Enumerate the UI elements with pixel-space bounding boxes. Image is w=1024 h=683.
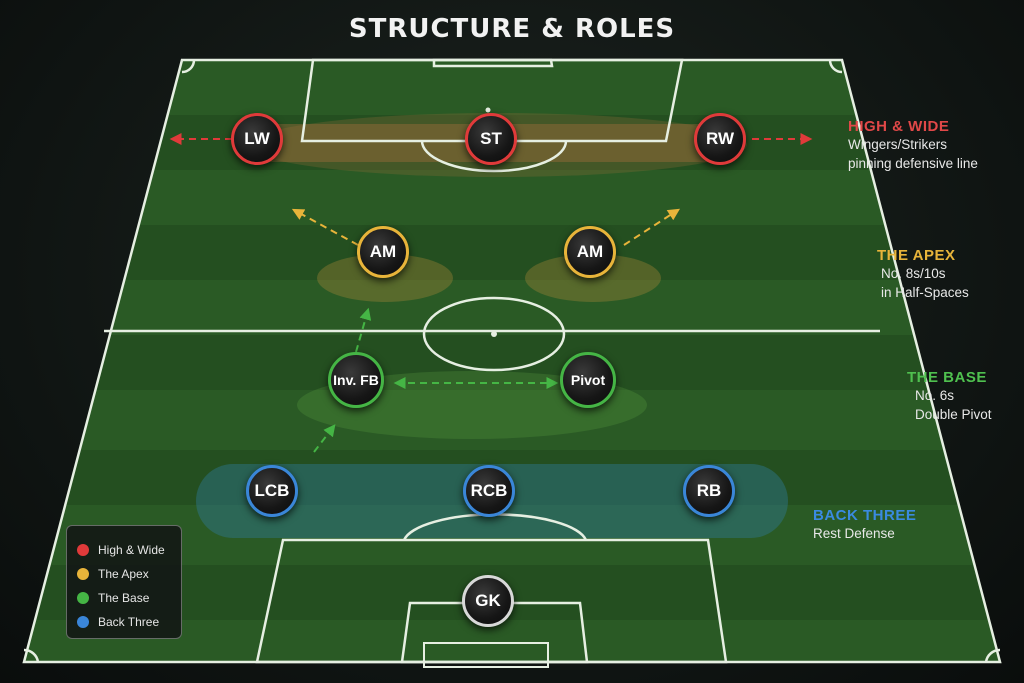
zone-heading: THE BASE xyxy=(907,369,987,386)
zone-description: in Half-Spaces xyxy=(881,285,969,300)
zone-description: Wingers/Strikers xyxy=(848,137,948,152)
legend-dot xyxy=(77,544,89,556)
player-label: Inv. FB xyxy=(333,372,379,388)
zone-description: pinning defensive line xyxy=(848,156,978,171)
legend-dot xyxy=(77,592,89,604)
arrow-invfb-up xyxy=(355,307,372,353)
legend: High & Wide The Apex The Base Back Three xyxy=(66,525,182,639)
arrow-am-right xyxy=(623,208,681,246)
zone-label-high-wide: HIGH & WIDE Wingers/Strikers pinning def… xyxy=(848,118,978,173)
zone-label-apex: THE APEX No. 8s/10s in Half-Spaces xyxy=(877,247,969,302)
player-label: RCB xyxy=(470,481,508,500)
player-lcb[interactable]: LCB xyxy=(246,465,298,517)
player-am-left[interactable]: AM xyxy=(357,226,409,278)
player-rb[interactable]: RB xyxy=(683,465,735,517)
player-label: RW xyxy=(705,129,734,148)
zone-heading: BACK THREE xyxy=(813,507,917,524)
player-label: ST xyxy=(480,129,502,148)
zone-label-base: THE BASE No. 6s Double Pivot xyxy=(907,369,992,424)
player-rw[interactable]: RW xyxy=(694,113,746,165)
zone-description: No. 6s xyxy=(915,388,955,403)
player-am-right[interactable]: AM xyxy=(564,226,616,278)
pitch-stripes xyxy=(24,60,1000,662)
arrow-lcb-to-invfb xyxy=(313,424,336,453)
legend-label: The Apex xyxy=(98,567,149,581)
pitch-lines xyxy=(22,58,1002,668)
legend-label: The Base xyxy=(98,591,150,605)
legend-dot xyxy=(77,616,89,628)
legend-item-back-three: Back Three xyxy=(77,610,171,634)
legend-item-apex: The Apex xyxy=(77,562,171,586)
player-lw[interactable]: LW xyxy=(231,113,283,165)
zone-description: No. 8s/10s xyxy=(881,266,946,281)
legend-item-base: The Base xyxy=(77,586,171,610)
zone-heading: THE APEX xyxy=(877,247,956,264)
base-zone xyxy=(297,371,647,439)
player-pivot[interactable]: Pivot xyxy=(560,352,616,408)
player-label: Pivot xyxy=(570,372,606,388)
zone-label-back-three: BACK THREE Rest Defense xyxy=(813,507,916,543)
player-label: AM xyxy=(369,242,397,261)
page-title: STRUCTURE & ROLES xyxy=(348,14,676,44)
zone-description: Double Pivot xyxy=(915,407,992,422)
player-gk[interactable]: GK xyxy=(462,575,514,627)
player-label: RB xyxy=(696,481,722,500)
legend-label: Back Three xyxy=(98,615,160,629)
player-label: LW xyxy=(244,129,270,148)
legend-label: High & Wide xyxy=(98,543,165,557)
player-rcb[interactable]: RCB xyxy=(463,465,515,517)
apex-zone-left xyxy=(317,254,453,302)
legend-dot xyxy=(77,568,89,580)
legend-item-high-wide: High & Wide xyxy=(77,538,171,562)
arrow-am-left xyxy=(291,208,359,246)
zone-description: Rest Defense xyxy=(813,526,895,541)
player-label: AM xyxy=(576,242,604,261)
apex-zone-right xyxy=(525,254,661,302)
player-label: LCB xyxy=(254,481,290,500)
player-label: GK xyxy=(475,591,501,610)
player-st[interactable]: ST xyxy=(465,113,517,165)
zone-heading: HIGH & WIDE xyxy=(848,118,950,135)
player-inv-fb[interactable]: Inv. FB xyxy=(328,352,384,408)
